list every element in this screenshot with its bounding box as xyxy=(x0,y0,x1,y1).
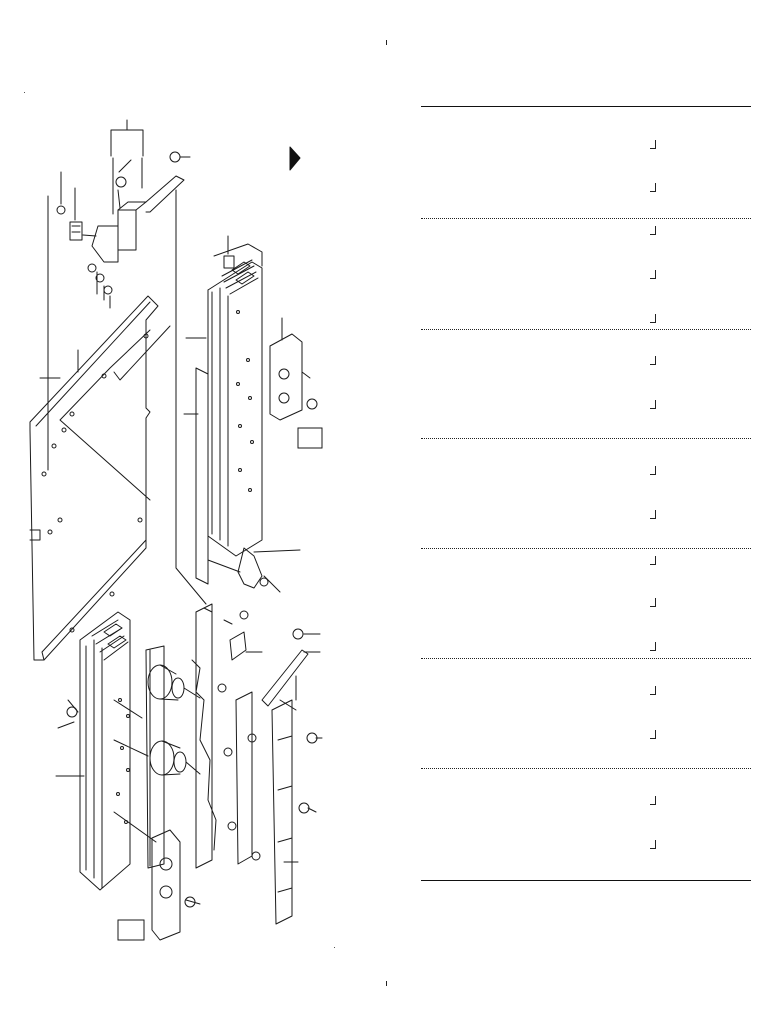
check-mark-icon xyxy=(650,466,656,475)
upper-heatsink-assembly xyxy=(183,235,323,593)
check-mark-icon xyxy=(650,314,656,323)
check-mark-icon xyxy=(650,270,656,279)
table-top-rule xyxy=(421,106,751,107)
callout-box xyxy=(117,427,323,941)
group-divider xyxy=(421,329,751,330)
page-speck xyxy=(334,947,335,948)
page-speck xyxy=(24,92,25,93)
check-mark-icon xyxy=(650,642,656,651)
main-base-plate xyxy=(29,189,207,661)
exploded-view-diagram xyxy=(29,119,323,941)
check-mark-icon xyxy=(650,356,656,365)
group-divider xyxy=(421,548,751,549)
group-divider xyxy=(421,438,751,439)
check-mark-icon xyxy=(650,140,656,149)
triangle-right-icon xyxy=(289,146,301,171)
group-divider xyxy=(421,218,751,219)
group-divider xyxy=(421,658,751,659)
right-bracket-assembly xyxy=(261,628,323,925)
capacitor-assembly xyxy=(147,603,263,869)
check-mark-icon xyxy=(650,730,656,739)
top-bracket-assembly xyxy=(56,119,191,309)
check-mark-icon xyxy=(650,510,656,519)
lower-heatsink-assembly xyxy=(55,611,201,941)
check-mark-icon xyxy=(650,226,656,235)
check-mark-icon xyxy=(650,796,656,805)
check-mark-icon xyxy=(650,183,656,192)
table-bottom-rule xyxy=(421,880,751,881)
page-bottom-tick xyxy=(386,981,387,986)
parts-table xyxy=(421,106,751,882)
check-mark-icon xyxy=(650,598,656,607)
group-divider xyxy=(421,768,751,769)
check-mark-icon xyxy=(650,686,656,695)
page-top-tick xyxy=(386,40,387,45)
check-mark-icon xyxy=(650,400,656,409)
check-mark-icon xyxy=(650,840,656,849)
check-mark-icon xyxy=(650,556,656,565)
